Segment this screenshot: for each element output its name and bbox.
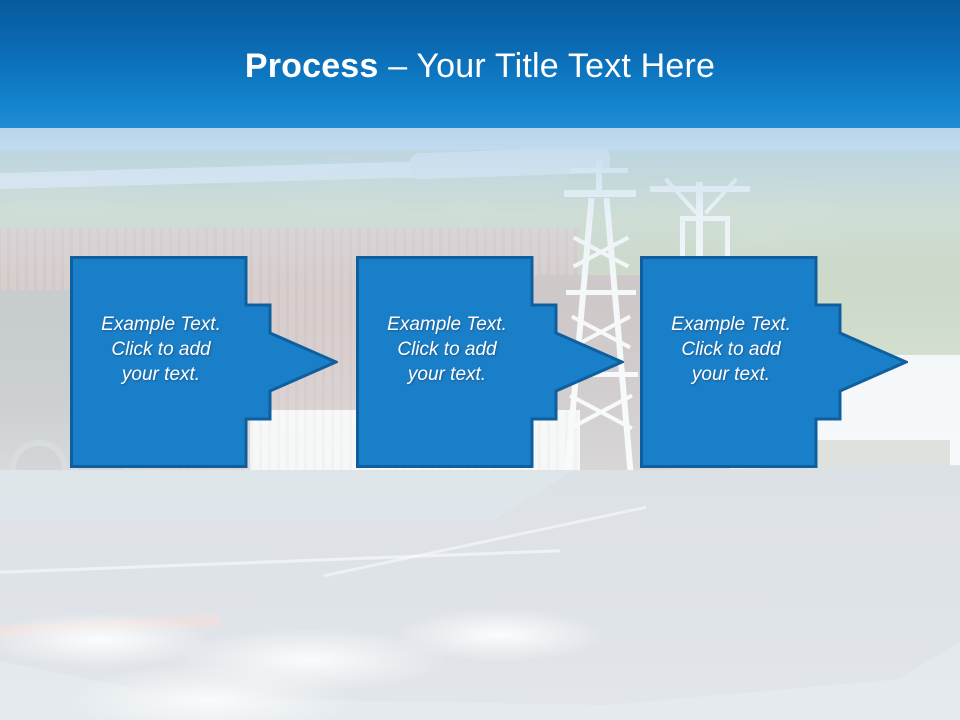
arrow-shape-icon: [640, 256, 908, 468]
page-title-separator: –: [388, 47, 417, 85]
arrow-shape-icon: [70, 256, 338, 468]
process-step-1[interactable]: Example Text. Click to add your text.: [70, 256, 338, 468]
page-title: Process – Your Title Text Here: [0, 46, 960, 86]
page-title-rest: Your Title Text Here: [416, 47, 716, 85]
title-bar: Process – Your Title Text Here: [0, 0, 960, 128]
arrow-shape-icon: [356, 256, 624, 468]
process-step-2[interactable]: Example Text. Click to add your text.: [356, 256, 624, 468]
process-step-3[interactable]: Example Text. Click to add your text.: [640, 256, 908, 468]
page-title-bold: Process: [244, 47, 389, 85]
